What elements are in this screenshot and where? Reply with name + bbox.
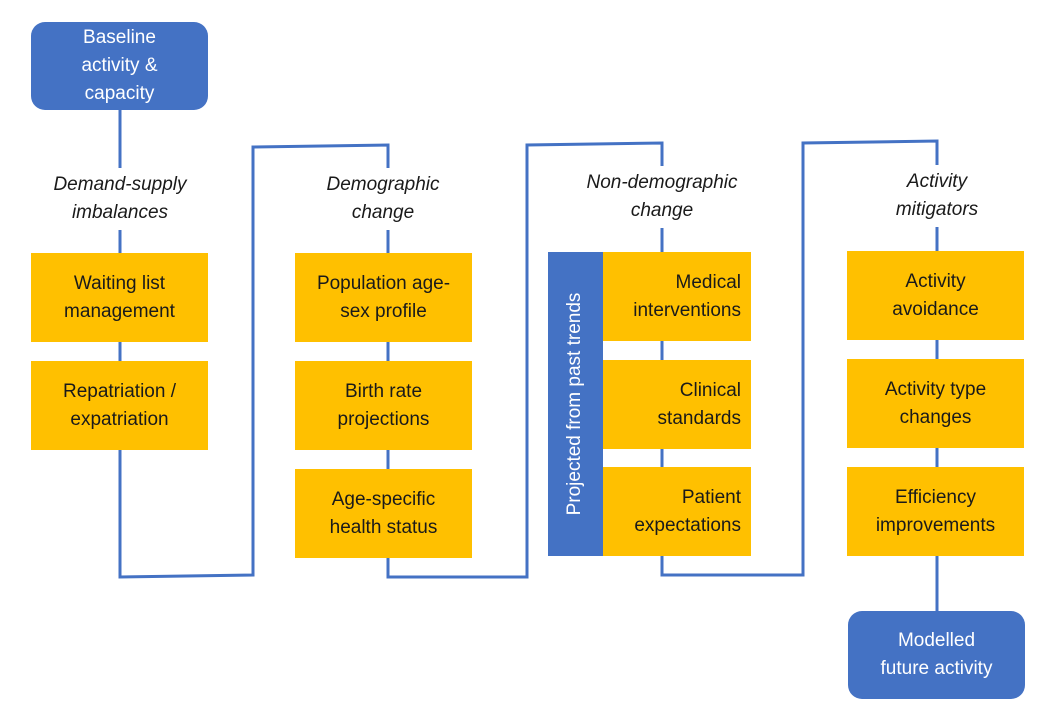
box-medical-interventions: Medical interventions [603,252,751,341]
box-population-profile: Population age- sex profile [295,253,472,342]
heading-demographic: Demographic change [295,168,471,230]
box-activity-avoidance: Activity avoidance [847,251,1024,340]
box-patient-expectations: Patient expectations [603,467,751,556]
box-efficiency-improvements: Efficiency improvements [847,467,1024,556]
heading-non-demographic: Non-demographic change [560,166,764,228]
end-node: Modelled future activity [848,611,1025,699]
box-clinical-standards: Clinical standards [603,360,751,449]
end-node-label: Modelled future activity [880,630,993,679]
projected-trends-label: Projected from past trends [564,292,585,516]
start-node-label: Baseline activity & capacity [81,27,158,104]
heading-activity-mitigators: Activity mitigators [862,165,1012,227]
box-birth-rate: Birth rate projections [295,361,472,450]
connector-column-1 [118,110,939,612]
box-age-specific-health: Age-specific health status [295,469,472,558]
box-activity-type-changes: Activity type changes [847,359,1024,448]
projected-trends-band [548,252,603,556]
start-node: Baseline activity & capacity [31,22,208,110]
box-repatriation: Repatriation / expatriation [31,361,208,450]
box-waiting-list: Waiting list management [31,253,208,342]
heading-demand-supply: Demand-supply imbalances [30,168,210,230]
